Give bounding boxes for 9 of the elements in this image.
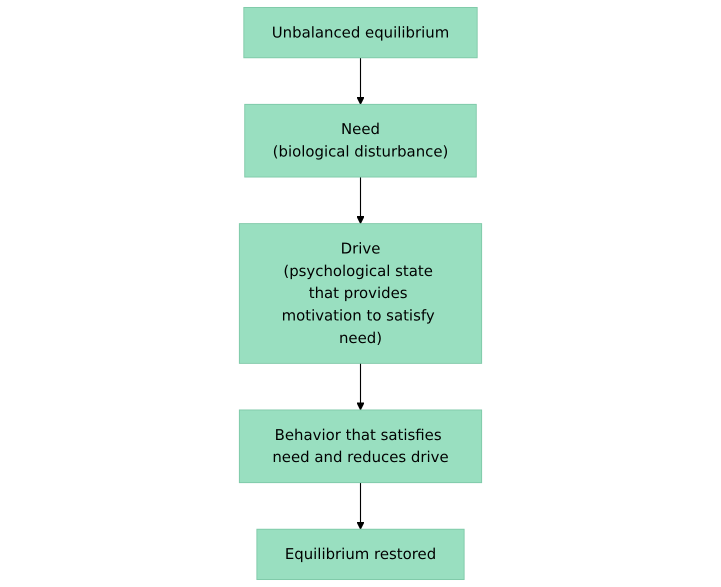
node-box: Behavior that satisfies need and reduces drive [238, 410, 482, 484]
node-box: Drive (psychological state that provides motivation to satisfy need) [238, 223, 482, 364]
arrow [356, 177, 365, 224]
arrow [356, 363, 365, 410]
arrow [356, 58, 365, 105]
node-box: Need (biological disturbance) [244, 104, 477, 178]
node-box: Unbalanced equilibrium [243, 7, 478, 58]
node-box: Equilibrium restored [256, 528, 465, 580]
arrow [356, 482, 365, 530]
